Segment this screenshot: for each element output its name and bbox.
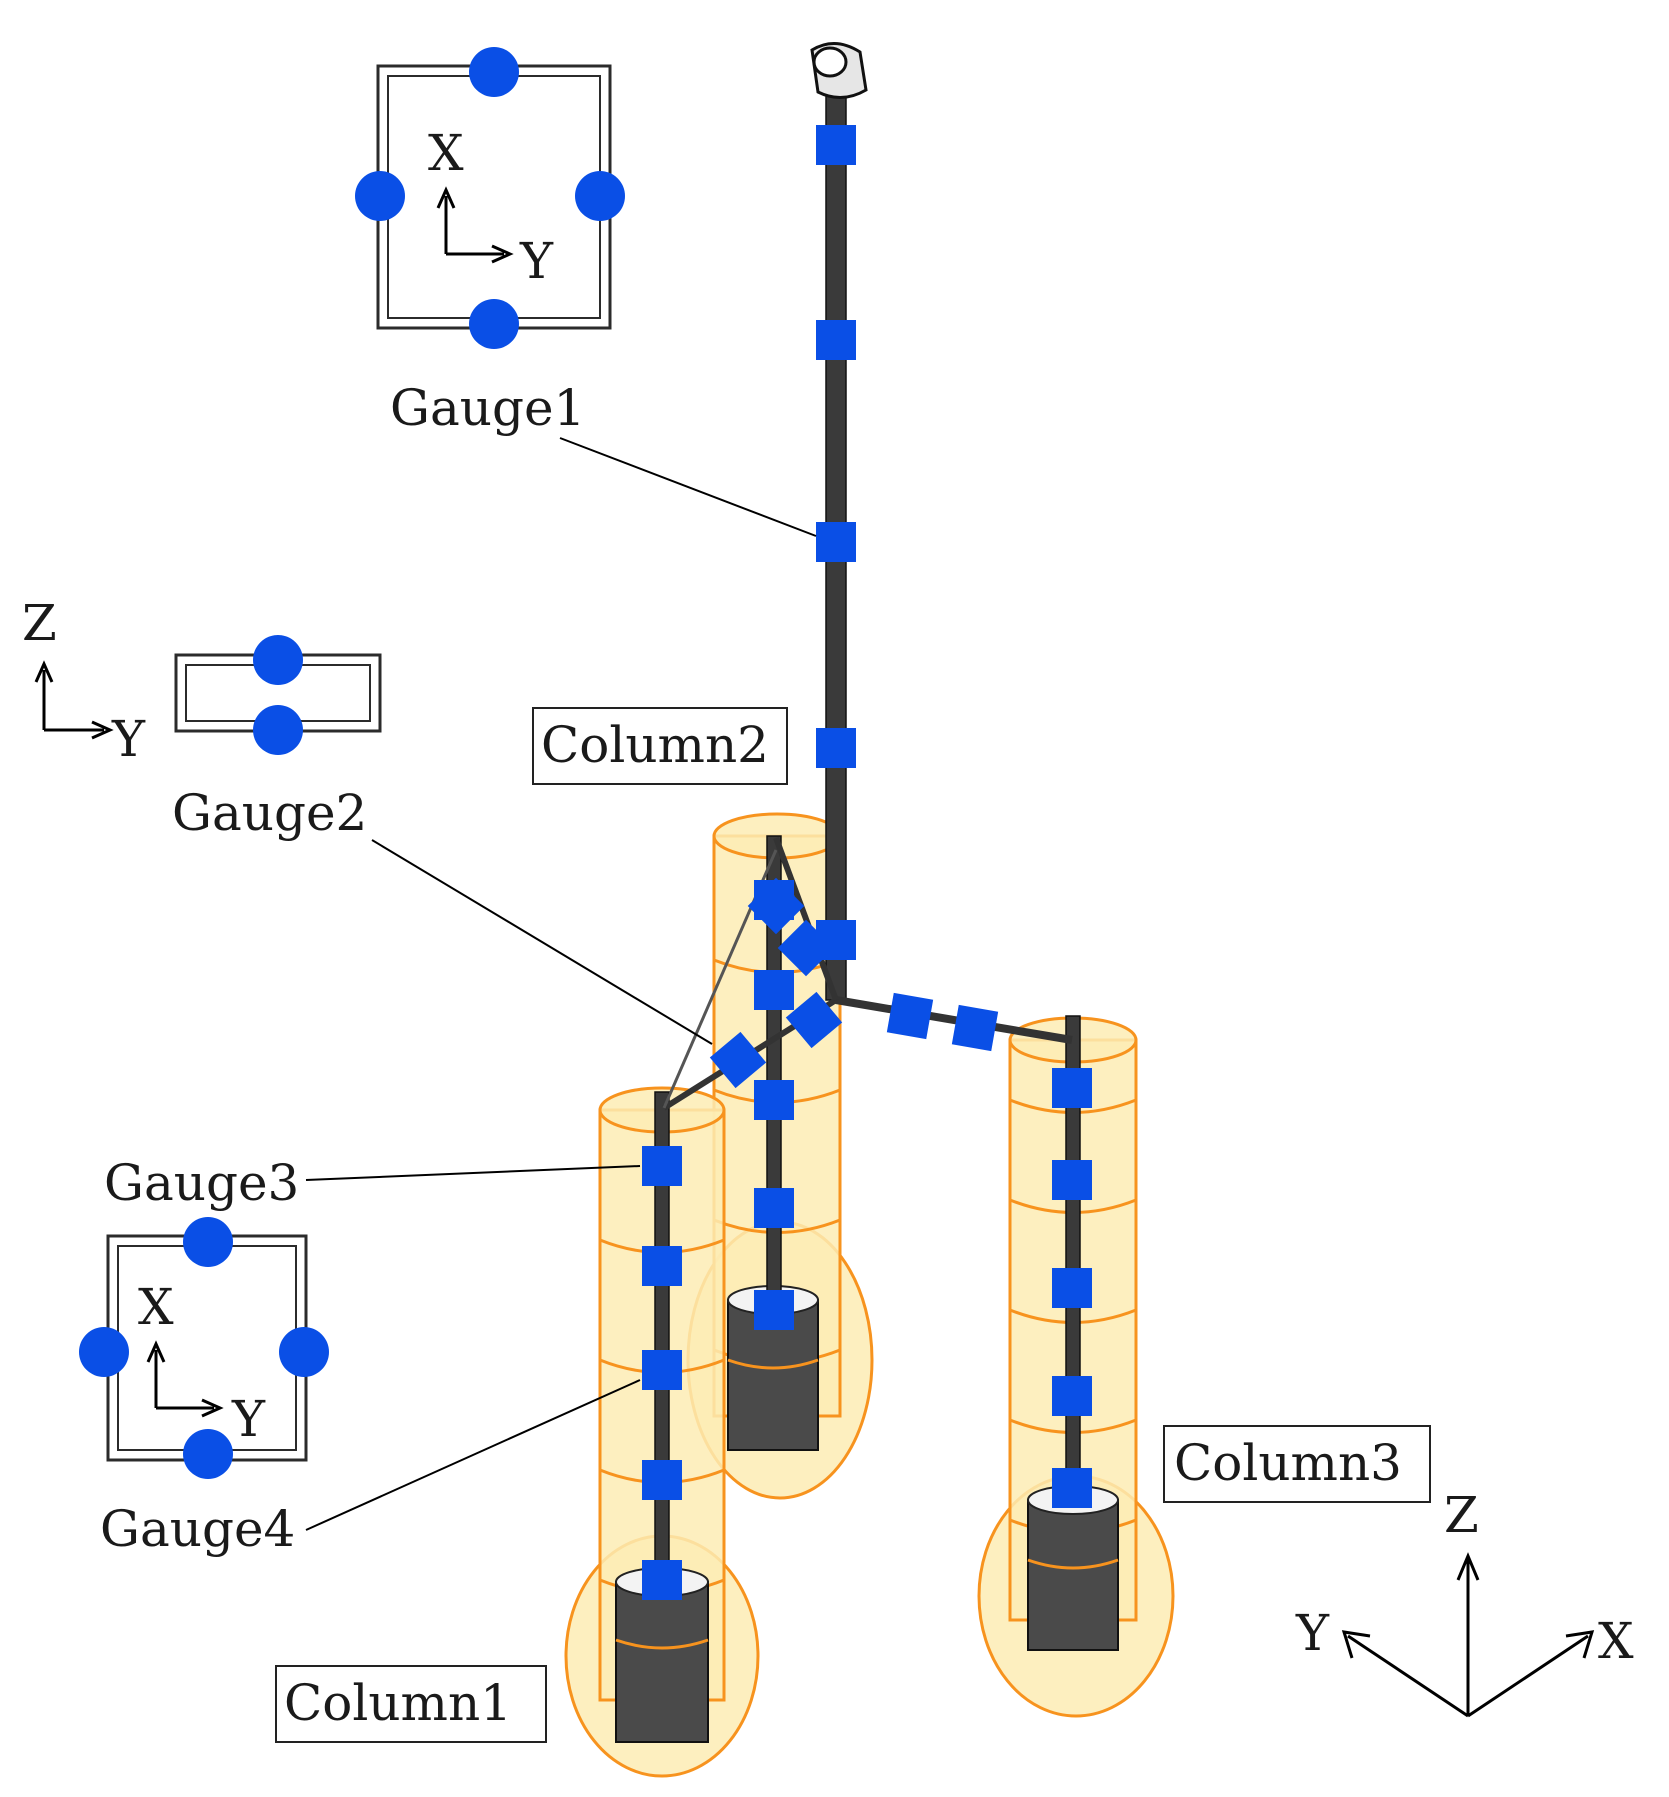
column2-sensor-5	[754, 1290, 794, 1330]
gauge2-section	[174, 635, 382, 755]
platform-structure	[564, 42, 1175, 1778]
gauge3-label: Gauge3	[104, 1154, 299, 1212]
gauge1-section: X Y	[355, 47, 625, 349]
gauge1-inner-frame	[387, 75, 601, 319]
gauge1-dot-left	[355, 171, 405, 221]
gauge4-axes-icon: X Y	[138, 1278, 266, 1448]
gauge4-leader	[305, 1379, 641, 1531]
column1-float	[564, 1086, 760, 1778]
gauge4-section: X Y	[79, 1217, 329, 1479]
column1-sensor-4	[642, 1460, 682, 1500]
column2-sensor-2	[754, 970, 794, 1010]
column3-float	[977, 1015, 1175, 1718]
column2-sensor-1	[754, 880, 794, 920]
gauge4-axis-y-label: Y	[231, 1390, 266, 1448]
gauge2-leader	[371, 839, 713, 1045]
gauge1-dot-bottom	[469, 299, 519, 349]
column2-label-box: Column2	[532, 707, 788, 785]
gauge4-outer-frame	[106, 1234, 308, 1462]
gauge1-label: Gauge1	[390, 379, 585, 437]
tower-sensor-4	[816, 728, 856, 768]
column1-sensor-2	[642, 1246, 682, 1286]
gauge4-dot-right	[279, 1327, 329, 1377]
tower-sensor-3	[816, 522, 856, 562]
gauge1-leader	[559, 437, 817, 537]
brace-sensor-4	[709, 1031, 767, 1089]
column3-sensor-4	[1052, 1376, 1092, 1416]
column3-sensor-1	[1052, 1068, 1092, 1108]
gauge4-dot-bottom	[183, 1429, 233, 1479]
column3-sensor-5	[1052, 1468, 1092, 1508]
global-axis-z-label: Z	[1444, 1486, 1479, 1544]
column2-label: Column2	[541, 716, 769, 774]
pontoon-sensor-1	[886, 992, 934, 1040]
gauge2-dot-bottom	[253, 705, 303, 755]
tower-sensor-1	[816, 125, 856, 165]
gauge1-dot-top	[469, 47, 519, 97]
column1-label-box: Column1	[275, 1665, 547, 1743]
brace-sensor-3	[785, 991, 843, 1049]
gauge2-dot-top	[253, 635, 303, 685]
brace-sensor-2	[777, 919, 835, 977]
gauge4-dot-top	[183, 1217, 233, 1267]
column1-label: Column1	[284, 1674, 512, 1732]
gauge2-axis-y-label: Y	[111, 710, 146, 768]
tower-sensor-2	[816, 320, 856, 360]
gauge1-axes-icon: X Y	[428, 124, 554, 290]
column1-sensor-1	[642, 1146, 682, 1186]
column3-sensor-3	[1052, 1268, 1092, 1308]
global-axis-y-label: Y	[1295, 1604, 1330, 1662]
gauge3-leader	[305, 1165, 641, 1181]
global-axes-icon: Z Y X	[1295, 1486, 1634, 1718]
column3-sensor-2	[1052, 1160, 1092, 1200]
column1-sensor-5	[642, 1560, 682, 1600]
gauge2-axis-z-label: Z	[22, 594, 57, 652]
pontoon-sensor-2	[951, 1004, 999, 1052]
column2-sensor-3	[754, 1080, 794, 1120]
gauge4-axis-x-label: X	[138, 1278, 174, 1336]
gauge4-label: Gauge4	[100, 1500, 295, 1558]
column3-label: Column3	[1174, 1434, 1402, 1492]
column2-sensor-4	[754, 1188, 794, 1228]
gauge1-axis-y-label: Y	[519, 232, 554, 290]
gauge4-dot-left	[79, 1327, 129, 1377]
global-axis-x-label: X	[1598, 1612, 1634, 1670]
leader-lines	[305, 437, 817, 1531]
sensor-markers	[642, 125, 1092, 1600]
column1-sensor-3	[642, 1350, 682, 1390]
gauge4-inner-frame	[117, 1245, 297, 1451]
column3-label-box: Column3	[1163, 1425, 1431, 1503]
gauge1-axis-x-label: X	[428, 124, 464, 182]
gauge1-dot-right	[575, 171, 625, 221]
gauge2-axes-icon: Z Y	[22, 594, 146, 768]
gauge2-label: Gauge2	[172, 784, 367, 842]
